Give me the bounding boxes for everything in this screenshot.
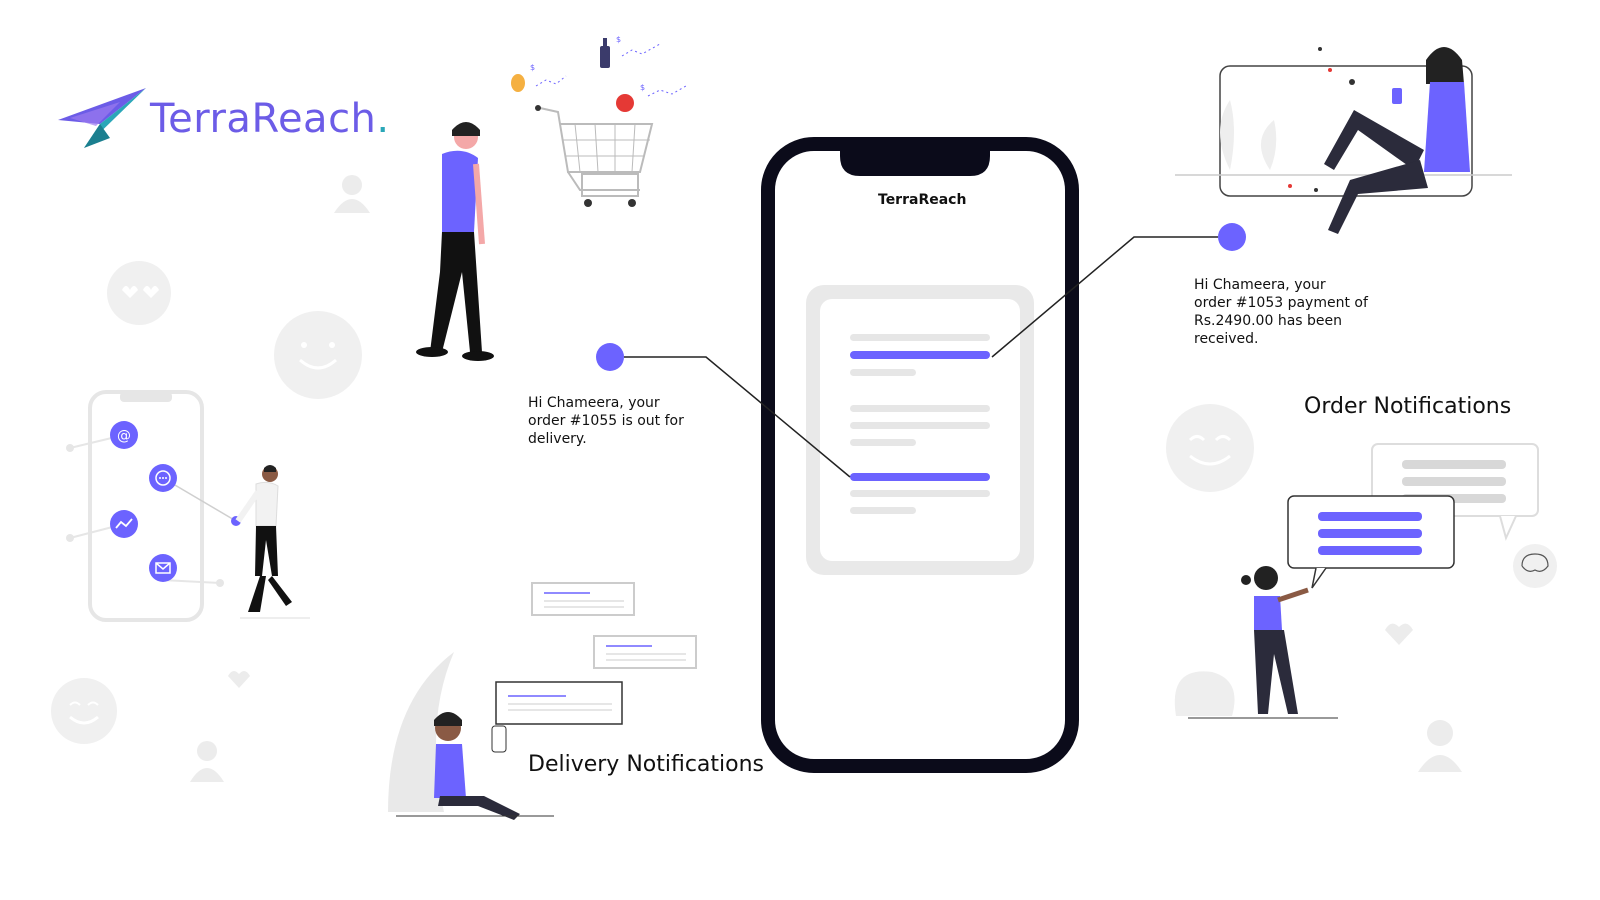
heart-icon bbox=[1385, 623, 1413, 645]
svg-text:$: $ bbox=[616, 35, 621, 44]
payment-message: Hi Chameera, your order #1053 payment of… bbox=[1194, 276, 1394, 348]
payment-message-line: order #1053 payment of bbox=[1194, 295, 1368, 311]
delivery-notifications-heading: Delivery Notifications bbox=[528, 752, 765, 777]
user-icon bbox=[190, 741, 224, 782]
brand-name: TerraReach bbox=[150, 96, 377, 142]
svg-text:@: @ bbox=[117, 428, 131, 444]
wink-smiley-icon bbox=[1166, 404, 1254, 492]
walking-man-figure bbox=[416, 122, 494, 361]
paper-plane-logo-icon bbox=[58, 88, 146, 148]
delivery-message-line: delivery. bbox=[528, 431, 587, 447]
heart-icon bbox=[228, 670, 250, 688]
payment-message-line: received. bbox=[1194, 331, 1259, 347]
brain-icon bbox=[1513, 544, 1557, 588]
chat-bubbles-right bbox=[1287, 443, 1539, 589]
heart-eyes-smiley-icon bbox=[107, 261, 171, 325]
delivery-message-line: order #1055 is out for bbox=[528, 413, 684, 429]
payment-connector bbox=[991, 223, 1246, 358]
chat-bubbles-left bbox=[495, 582, 697, 725]
trend-icon bbox=[110, 510, 138, 538]
standing-woman-figure bbox=[1174, 566, 1338, 719]
svg-text:$: $ bbox=[640, 83, 645, 92]
phone-app-title: TerraReach bbox=[878, 192, 967, 208]
order-notifications-heading: Order Notifications bbox=[1304, 394, 1512, 419]
delivery-connector bbox=[596, 343, 851, 478]
user-icon bbox=[1418, 720, 1462, 772]
sitting-woman-figure bbox=[388, 652, 554, 820]
user-icon bbox=[334, 175, 370, 213]
payment-message-line: Hi Chameera, your bbox=[1194, 277, 1326, 293]
cart-icon: $ $ $ bbox=[511, 35, 687, 207]
smiley-icon bbox=[274, 311, 362, 399]
chat-icon bbox=[149, 464, 177, 492]
payment-message-line: Rs.2490.00 has been bbox=[1194, 313, 1342, 329]
social-phone-illustration bbox=[66, 390, 241, 622]
brand-logo: TerraReach. bbox=[150, 96, 390, 142]
main-phone bbox=[761, 137, 1079, 773]
woman-on-phone-figure bbox=[1175, 47, 1512, 234]
mail-icon bbox=[149, 554, 177, 582]
man-pointing-figure bbox=[235, 465, 310, 619]
svg-text:$: $ bbox=[530, 63, 535, 72]
at-sign-icon: @ bbox=[110, 421, 138, 449]
delivery-message-line: Hi Chameera, your bbox=[528, 395, 660, 411]
brand-dot: . bbox=[376, 96, 390, 142]
wink-smiley-icon bbox=[51, 678, 117, 744]
delivery-message: Hi Chameera, your order #1055 is out for… bbox=[528, 394, 728, 448]
